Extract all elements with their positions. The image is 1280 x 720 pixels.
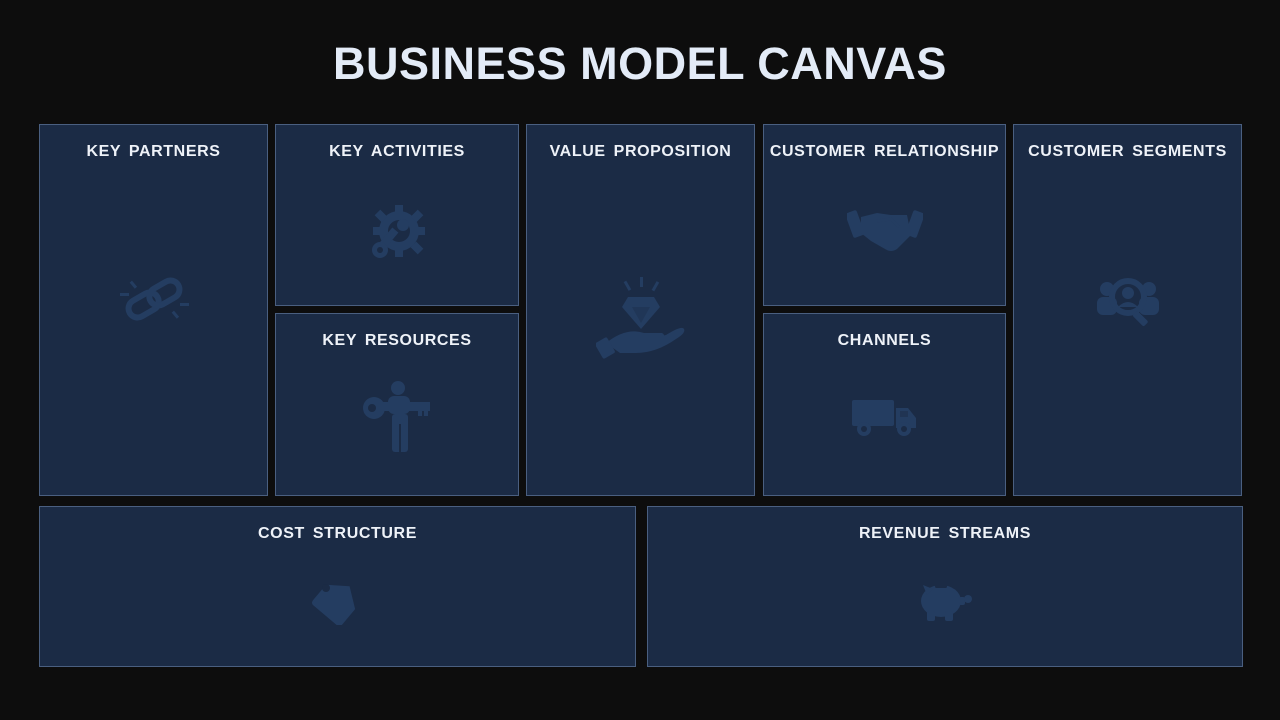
block-customer-relationship[interactable]: CUSTOMER RELATIONSHIP [763,124,1006,306]
chain-link-icon [116,273,192,325]
block-label: KEY PARTNERS [86,143,221,160]
block-label: REVENUE STREAMS [858,525,1032,542]
block-label: CUSTOMER RELATIONSHIP [769,143,1000,160]
piggy-bank-icon [915,579,975,623]
block-key-resources[interactable]: KEY RESOURCES [275,313,519,496]
block-channels[interactable]: CHANNELS [763,313,1006,496]
gear-wrench-icon [365,201,429,265]
user-search-icon [1093,275,1163,327]
block-label: KEY ACTIVITIES [329,143,465,160]
block-key-activities[interactable]: KEY ACTIVITIES [275,124,519,306]
block-customer-segments[interactable]: CUSTOMER SEGMENTS [1013,124,1242,496]
delivery-truck-icon [851,398,918,436]
block-key-partners[interactable]: KEY PARTNERS [39,124,268,496]
handshake-icon [846,205,923,255]
block-cost-structure[interactable]: COST STRUCTURE [39,506,636,667]
person-key-icon [362,380,432,452]
block-label: CHANNELS [837,332,932,349]
block-label: VALUE PROPOSITION [549,143,732,160]
hand-diamond-icon [595,277,686,363]
block-revenue-streams[interactable]: REVENUE STREAMS [647,506,1243,667]
block-label: KEY RESOURCES [322,332,472,349]
price-tag-icon [311,575,364,625]
block-value-proposition[interactable]: VALUE PROPOSITION [526,124,755,496]
block-label: COST STRUCTURE [258,525,417,542]
page-title: BUSINESS MODEL CANVAS [333,38,947,89]
block-label: CUSTOMER SEGMENTS [1028,143,1227,160]
